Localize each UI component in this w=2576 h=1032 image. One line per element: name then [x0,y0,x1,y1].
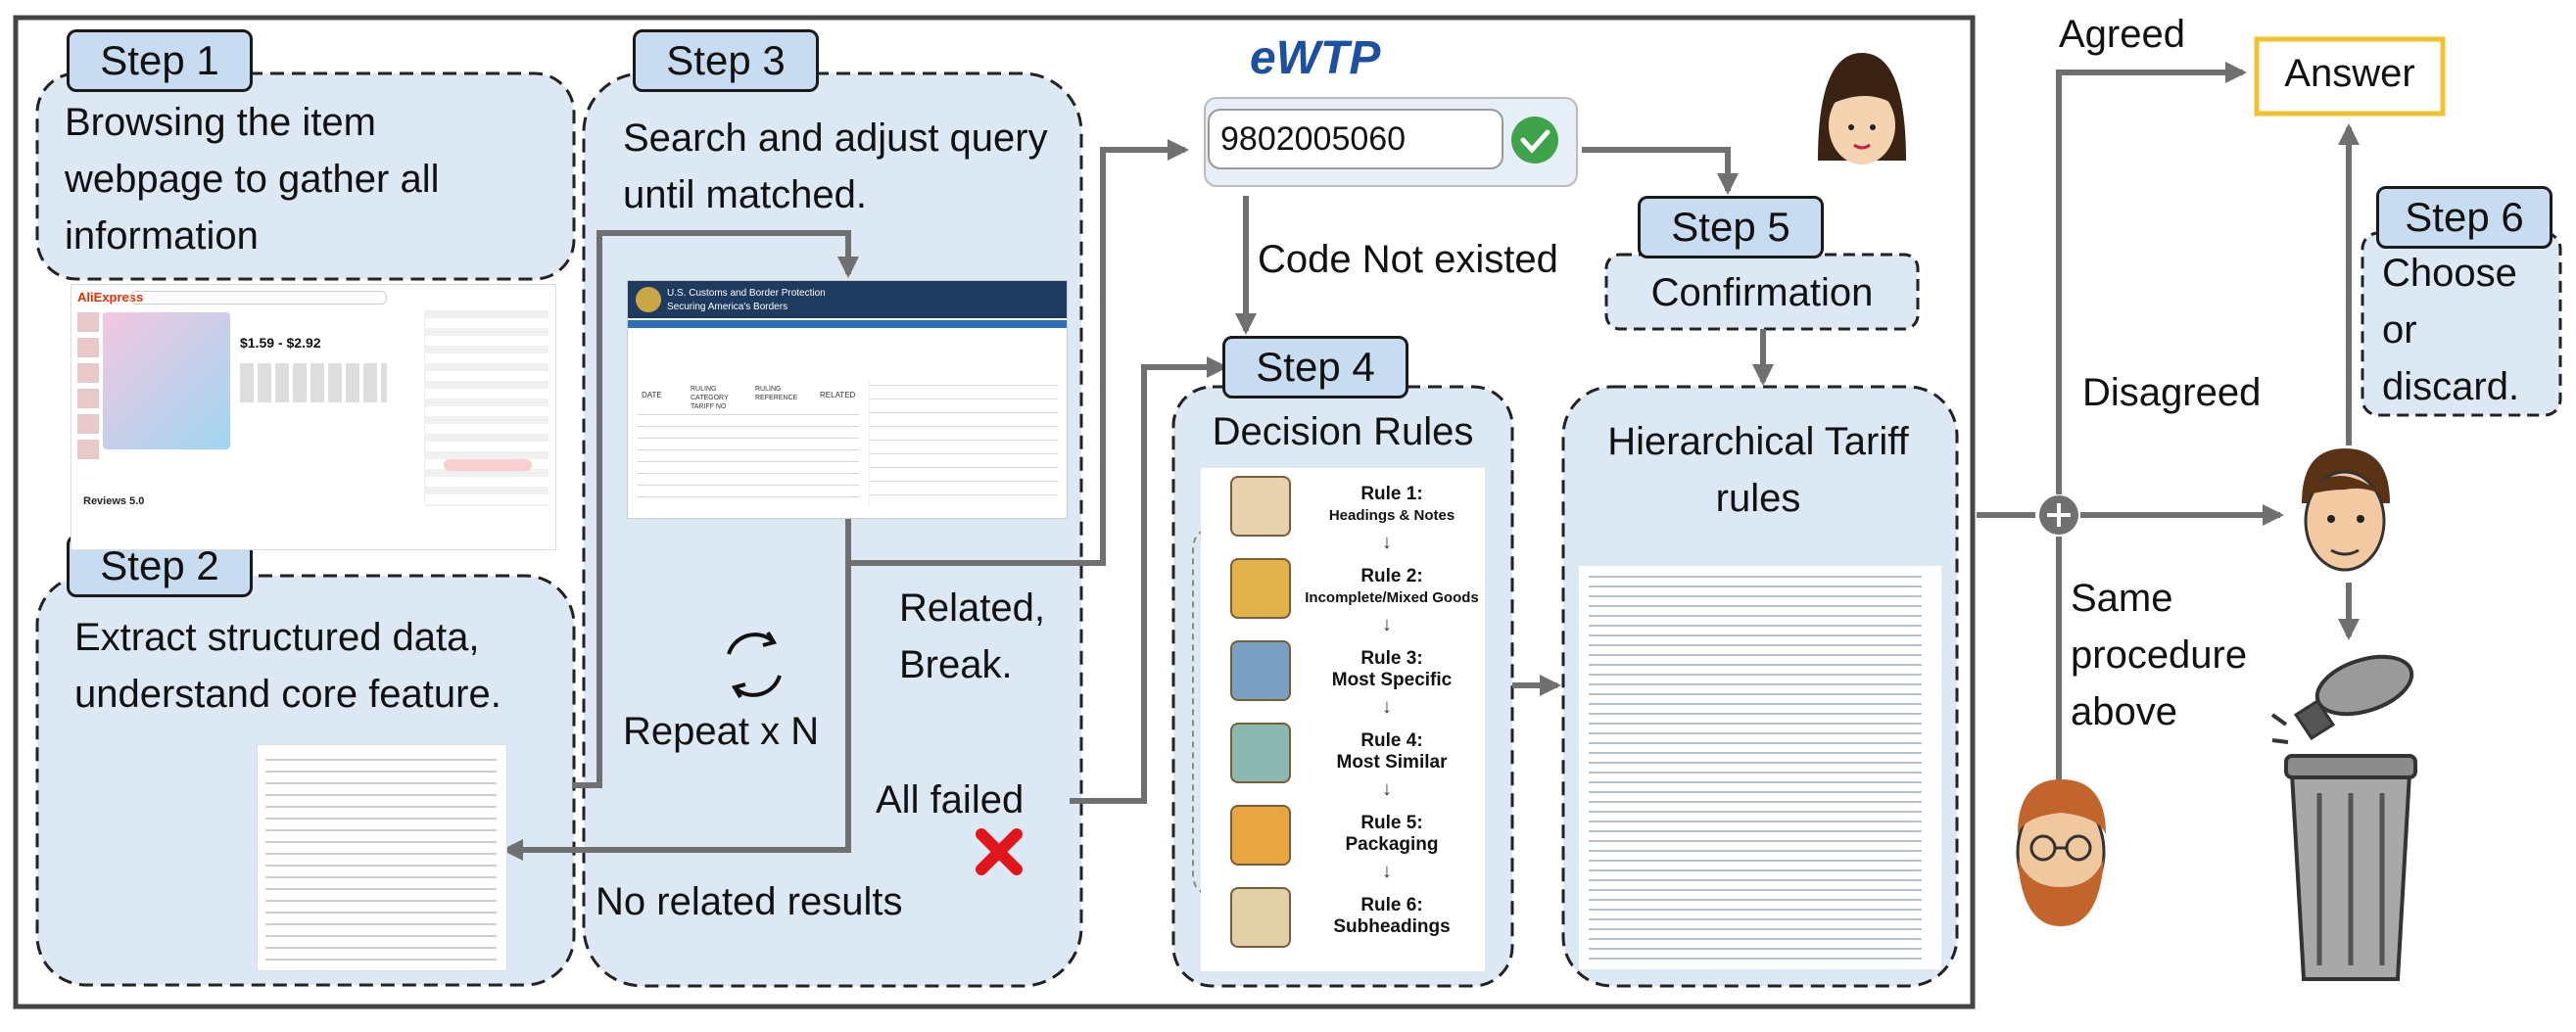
rule-arrow: ↓ [1382,614,1392,635]
rule-title: Rule 2: [1360,566,1423,586]
checklist-icon [1230,887,1291,948]
gift-box-icon [1230,805,1291,866]
cbp-seal-icon [636,287,661,312]
rule-subtitle: Packaging [1345,834,1439,855]
rule-subtitle: Most Specific [1331,670,1453,690]
aliexpress-screenshot: AliExpress $1.59 - $2.92 Reviews 5.0 [71,284,556,550]
step3-text: Search and adjust query until matched. [623,117,1048,216]
cbp-col-date: DATE [642,391,662,399]
rule-title: Rule 4: [1360,730,1423,751]
bearded-man-avatar-icon [2016,779,2106,926]
same-procedure-label: Same procedure above [2071,577,2248,733]
step2-text: Extract structured data, understand core… [74,616,501,716]
product-variants [240,363,387,402]
magnifier-icon [1230,640,1291,701]
rule-arrow: ↓ [1382,532,1392,553]
puzzle-icon [1230,558,1291,619]
ewtp-code-value: 9802005060 [1220,120,1407,158]
step5-tag: Step 5 [1638,196,1824,258]
product-sidebar [424,310,549,506]
step6-text: Choose or discard. [2382,252,2520,408]
rule-subtitle: Subheadings [1333,916,1451,937]
woman-avatar-icon [1818,53,1906,164]
aliexpress-search-bar [130,291,387,305]
related-label: Related, Break. [899,586,1045,686]
repeat-icon [727,631,782,699]
structured-data-doc [257,744,507,971]
cbp-tagline: Securing America's Borders [667,302,788,312]
step1-panel [35,71,576,281]
step4-title: Decision Rules [1212,410,1474,453]
cross-icon [976,828,1023,875]
answer-label: Answer [2284,52,2415,95]
hier-title: Hierarchical Tariff rules [1607,420,1909,520]
step1-text: Browsing the item webpage to gather all … [65,101,440,258]
rule-arrow: ↓ [1382,696,1392,718]
step6-tag: Step 6 [2376,186,2552,249]
repeat-label: Repeat x N [623,710,820,753]
rule-arrow: ↓ [1382,778,1392,800]
aliexpress-brand: AliExpress [77,290,144,305]
reviews-label: Reviews 5.0 [83,495,145,507]
agreed-label: Agreed [2059,13,2185,56]
cbp-col-category: RULING CATEGORY TARIFF NO [691,386,729,410]
buy-button [444,459,532,471]
step1-tag: Step 1 [67,29,253,92]
cbp-col-reference: RULING REFERENCE [755,386,798,401]
step3-tag: Step 3 [633,29,819,92]
ewtp-logo: eWTP [1250,32,1381,84]
product-image [103,312,230,449]
rule-subtitle: Incomplete/Mixed Goods [1305,589,1479,606]
rule-title: Rule 5: [1360,813,1423,833]
trash-can-icon [2270,654,2417,981]
step4-tag: Step 4 [1222,336,1408,399]
product-thumbnails [77,312,99,459]
rule-subtitle: Headings & Notes [1328,507,1455,524]
product-price: $1.59 - $2.92 [240,335,321,351]
rule-title: Rule 1: [1360,484,1423,504]
outer-frame [13,15,1976,1009]
check-icon [1511,117,1558,164]
rule-arrow: ↓ [1382,861,1392,882]
answer-box [2254,36,2446,117]
cbp-col-related: RELATED [820,391,856,399]
no-related-label: No related results [596,880,903,923]
code-not-existed-label: Code Not existed [1258,238,1558,281]
rule-subtitle: Most Similar [1336,752,1448,773]
cbp-screenshot: U.S. Customs and Border Protection Secur… [627,280,1068,519]
vases-icon [1230,723,1291,783]
rule-title: Rule 6: [1360,895,1423,915]
all-failed-label: All failed [876,778,1025,821]
document-icon [1230,476,1291,537]
rules-card: Rule 1: Headings & Notes ↓ Rule 2: Incomplet… [1201,468,1485,971]
disagreed-label: Disagreed [2082,371,2262,414]
tariff-doc [1579,566,1941,969]
rule-title: Rule 3: [1360,648,1423,669]
cbp-agency: U.S. Customs and Border Protection [667,288,826,299]
step5-text: Confirmation [1650,271,1874,314]
ewtp-code-field [1208,109,1503,169]
man-avatar-icon [2302,448,2390,572]
